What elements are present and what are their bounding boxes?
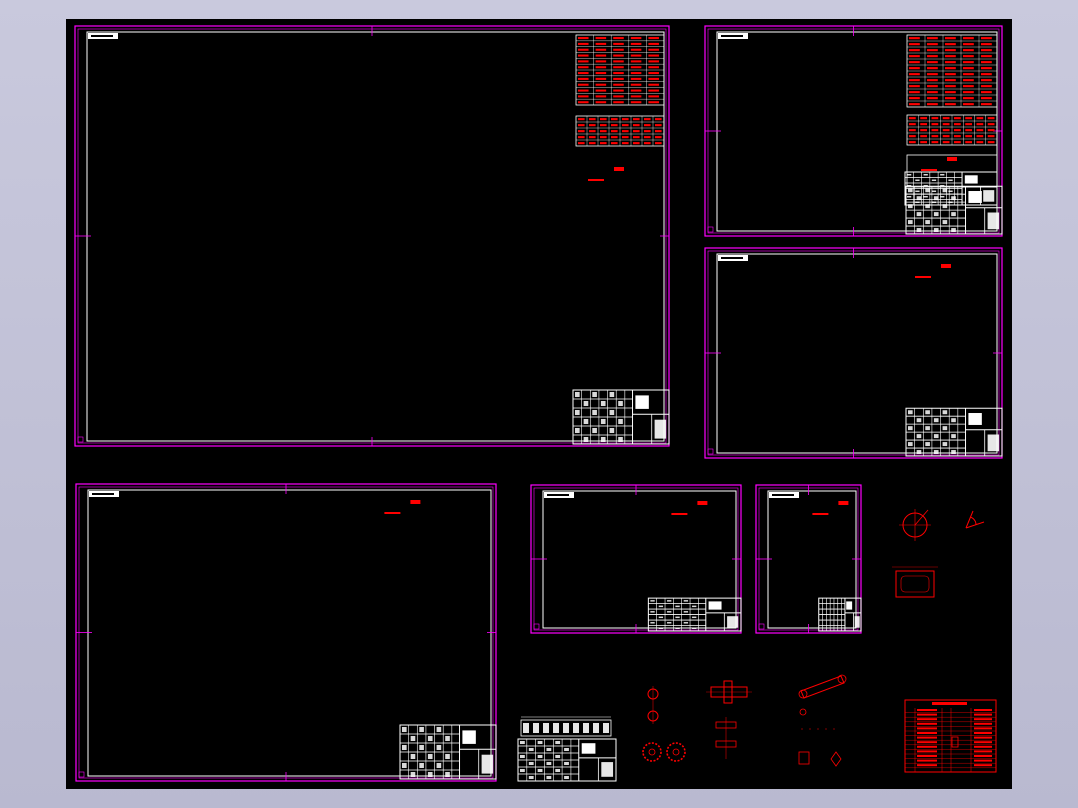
tech-note-title — [947, 157, 957, 161]
tech-note-title — [941, 264, 951, 268]
loose-object[interactable] — [965, 510, 985, 529]
technical-table — [575, 115, 665, 147]
loose-object[interactable] — [517, 716, 617, 782]
drawing-sheet[interactable] — [704, 247, 1003, 459]
gear-icon — [642, 686, 686, 762]
tech-note-text — [384, 512, 401, 514]
inner-frame — [542, 490, 737, 629]
title-block — [572, 389, 670, 445]
link-arm-icon — [798, 674, 847, 767]
sheet-border — [75, 483, 497, 782]
drawing-sheet[interactable] — [755, 484, 862, 634]
loose-object[interactable] — [899, 509, 931, 541]
tech-note-text — [671, 513, 688, 515]
inner-frame — [87, 489, 492, 777]
inner-frame — [767, 490, 857, 629]
loose-object[interactable] — [798, 674, 847, 767]
drawing-sheet[interactable] — [74, 25, 670, 447]
cad-drawing-viewport[interactable] — [66, 19, 1012, 789]
rectangle-part-icon — [892, 566, 938, 598]
tech-note-text — [588, 179, 604, 181]
loose-object[interactable] — [904, 699, 997, 773]
tech-note-text — [915, 276, 931, 278]
inner-frame — [86, 31, 665, 442]
table-icon — [904, 699, 997, 773]
loose-object[interactable] — [642, 686, 686, 762]
sheet-border — [530, 484, 742, 634]
loose-title-block — [517, 716, 617, 782]
technical-table — [906, 114, 998, 146]
shaft-icon — [706, 680, 752, 759]
loose-object[interactable] — [892, 566, 938, 598]
tech-note-title — [838, 501, 849, 505]
cad-canvas[interactable] — [66, 19, 1012, 789]
technical-table — [906, 34, 998, 108]
tech-note-text — [812, 513, 829, 515]
title-block — [399, 724, 497, 780]
tech-note-title — [697, 501, 708, 505]
technical-table — [575, 34, 665, 106]
title-block — [904, 171, 998, 206]
drawing-sheet[interactable] — [75, 483, 497, 782]
drawing-sheet[interactable] — [704, 25, 1003, 237]
drawing-sheet[interactable] — [530, 484, 742, 634]
sheet-border — [74, 25, 670, 447]
tech-note-text — [921, 169, 937, 171]
sheet-border — [704, 247, 1003, 459]
tech-note-title — [614, 167, 624, 171]
title-block — [647, 597, 742, 632]
title-block — [905, 407, 1003, 457]
title-block — [818, 597, 862, 632]
tech-note-title — [410, 500, 421, 504]
inner-frame — [716, 253, 998, 454]
title-block — [517, 738, 617, 782]
loose-object[interactable] — [706, 680, 752, 759]
circle-crosshair-icon — [899, 509, 931, 541]
angle-icon — [965, 510, 985, 529]
